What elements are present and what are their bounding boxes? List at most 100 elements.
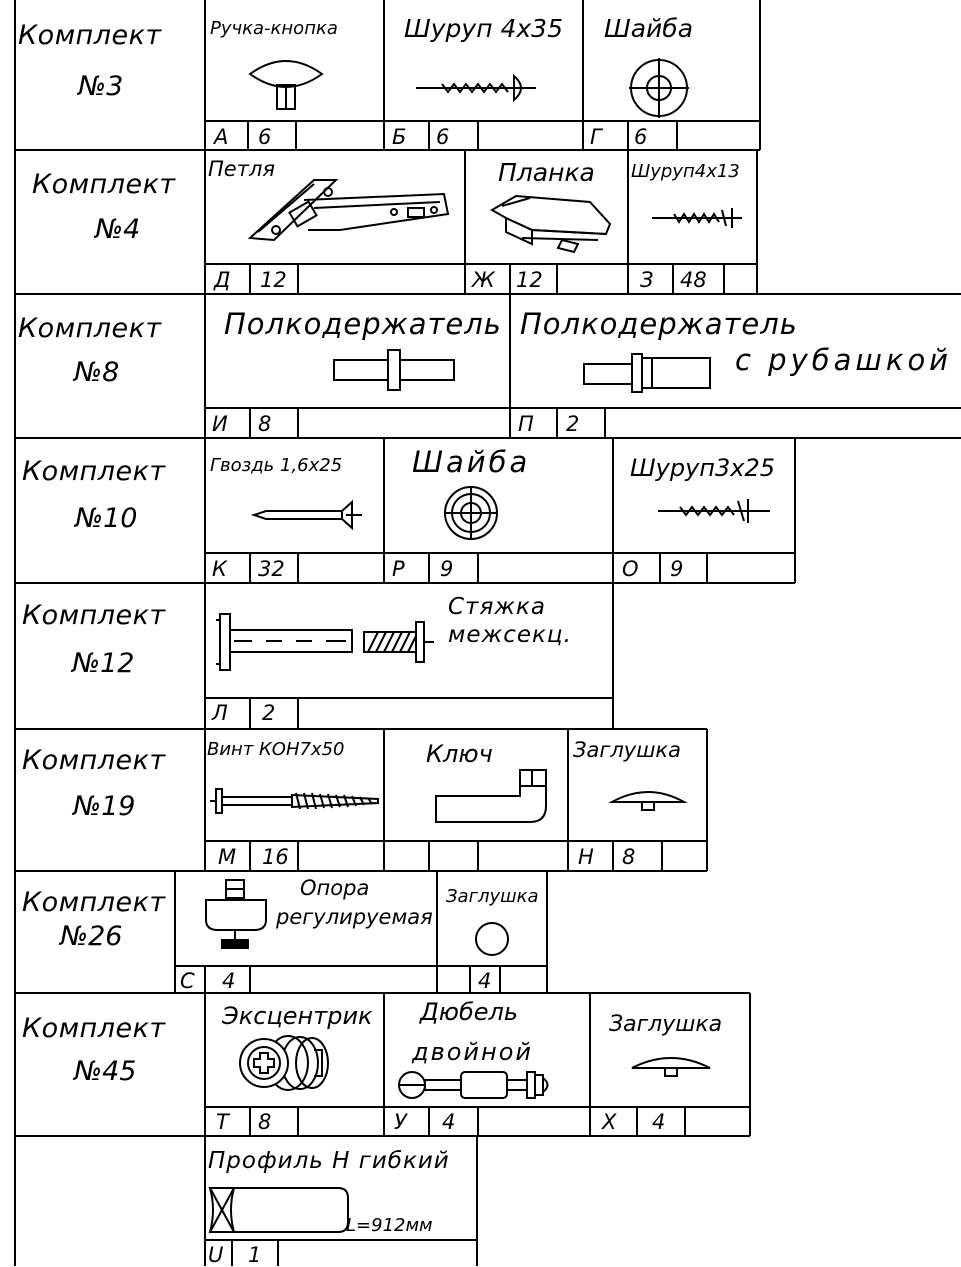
hex-key-icon bbox=[435, 769, 547, 823]
part-name: Опора bbox=[300, 876, 370, 900]
part-code: Л bbox=[212, 701, 228, 725]
part-name-line2: межсекц. bbox=[448, 622, 572, 648]
part-code: П bbox=[518, 412, 534, 436]
part-name: Петля bbox=[208, 157, 275, 181]
part-name: Шайба bbox=[412, 445, 531, 479]
part-qty: 4 bbox=[442, 1110, 456, 1134]
adjustable-foot-icon bbox=[205, 879, 267, 949]
confirmat-screw-icon bbox=[210, 788, 379, 814]
part-name: Профиль Н гибкий bbox=[208, 1148, 450, 1174]
eccentric-cam-icon bbox=[239, 1035, 329, 1091]
washer-icon bbox=[444, 486, 498, 540]
nail-icon bbox=[250, 499, 362, 531]
part-name: Стяжка bbox=[448, 594, 546, 620]
shelf-support-icon bbox=[333, 349, 455, 391]
part-qty: 1 bbox=[248, 1243, 262, 1267]
part-qty: 32 bbox=[258, 557, 285, 581]
part-code: Г bbox=[590, 125, 602, 149]
part-qty: 8 bbox=[258, 1110, 272, 1134]
part-name: Ключ bbox=[426, 740, 493, 768]
part-name-line2: двойной bbox=[412, 1038, 533, 1066]
profile-length: L=912мм bbox=[346, 1215, 433, 1236]
part-qty: 4 bbox=[478, 969, 492, 993]
part-name: Эксцентрик bbox=[222, 1002, 373, 1030]
part-qty: 9 bbox=[440, 557, 454, 581]
part-name: Заглушка bbox=[446, 886, 539, 907]
part-code: Р bbox=[392, 557, 405, 581]
part-qty: 8 bbox=[622, 845, 636, 869]
part-code: Ж bbox=[472, 268, 495, 292]
part-name: Ручка-кнопка bbox=[210, 18, 338, 39]
part-qty: 6 bbox=[258, 125, 272, 149]
kit-number: №4 bbox=[95, 214, 141, 245]
mounting-plate-icon bbox=[490, 194, 612, 254]
part-name: Шуруп 4х35 bbox=[404, 14, 563, 43]
knob-handle-icon bbox=[248, 60, 324, 110]
part-name: Шуруп4х13 bbox=[631, 161, 740, 182]
round-plug-icon bbox=[475, 922, 509, 956]
part-qty: 2 bbox=[262, 701, 276, 725]
cap-plug-icon bbox=[631, 1057, 711, 1077]
part-code: З bbox=[640, 268, 654, 292]
part-code: Т bbox=[216, 1110, 229, 1134]
part-code: U bbox=[208, 1243, 224, 1267]
part-qty: 12 bbox=[260, 268, 287, 292]
kit-title: Комплект bbox=[18, 313, 162, 344]
part-name: Шайба bbox=[604, 14, 694, 43]
kit-title: Комплект bbox=[22, 745, 166, 776]
kit-number: №12 bbox=[72, 648, 135, 679]
screw-icon bbox=[652, 208, 742, 228]
part-code: Н bbox=[578, 845, 594, 869]
part-code: Б bbox=[392, 125, 407, 149]
part-code: Д bbox=[214, 268, 231, 292]
part-name: Шуруп3х25 bbox=[630, 454, 776, 482]
part-code: К bbox=[212, 557, 227, 581]
part-name: Дюбель bbox=[420, 998, 519, 1026]
part-code: Х bbox=[602, 1110, 617, 1134]
kit-number: №26 bbox=[60, 921, 123, 952]
part-name: Винт КОН7х50 bbox=[207, 739, 345, 760]
part-qty: 9 bbox=[670, 557, 684, 581]
kit-title: Комплект bbox=[22, 1013, 166, 1044]
hinge-icon bbox=[247, 179, 450, 242]
kit-number: №10 bbox=[75, 503, 138, 534]
part-name: Полкодержатель bbox=[224, 307, 502, 341]
part-name: Полкодержатель bbox=[520, 307, 798, 341]
part-code: С bbox=[180, 969, 195, 993]
part-qty: 12 bbox=[516, 268, 543, 292]
kit-title: Комплект bbox=[22, 456, 166, 487]
kit-number: №8 bbox=[74, 357, 120, 388]
flexible-h-profile-icon bbox=[208, 1187, 349, 1233]
part-qty: 8 bbox=[258, 412, 272, 436]
part-qty: 6 bbox=[436, 125, 450, 149]
part-code: У bbox=[394, 1110, 407, 1134]
part-name: Планка bbox=[498, 158, 595, 187]
kit-title: Комплект bbox=[32, 169, 176, 200]
part-code: А bbox=[214, 125, 229, 149]
part-qty: 4 bbox=[652, 1110, 666, 1134]
screw-icon bbox=[658, 499, 770, 523]
shelf-support-sleeve-icon bbox=[583, 353, 711, 393]
part-name: Заглушка bbox=[609, 1012, 723, 1037]
part-name: Гвоздь 1,6х25 bbox=[210, 455, 343, 476]
part-code: И bbox=[212, 412, 228, 436]
part-qty: 48 bbox=[680, 268, 707, 292]
kit-title: Комплект bbox=[22, 600, 166, 631]
part-qty: 16 bbox=[262, 845, 289, 869]
double-dowel-icon bbox=[398, 1071, 549, 1099]
section-tie-icon bbox=[216, 613, 434, 671]
kit-number: №45 bbox=[74, 1056, 137, 1087]
part-code: М bbox=[218, 845, 237, 869]
part-qty: 4 bbox=[222, 969, 236, 993]
washer-icon bbox=[629, 58, 689, 118]
screw-icon bbox=[416, 73, 536, 103]
cap-plug-icon bbox=[608, 791, 688, 811]
part-name-line2: регулируемая bbox=[276, 905, 433, 929]
kit-number: №19 bbox=[73, 791, 136, 822]
kit-title: Комплект bbox=[18, 20, 162, 51]
kit-number: №3 bbox=[78, 71, 124, 102]
part-qty: 2 bbox=[566, 412, 580, 436]
kit-title: Комплект bbox=[22, 887, 166, 918]
part-name-line2: с рубашкой bbox=[735, 343, 953, 377]
